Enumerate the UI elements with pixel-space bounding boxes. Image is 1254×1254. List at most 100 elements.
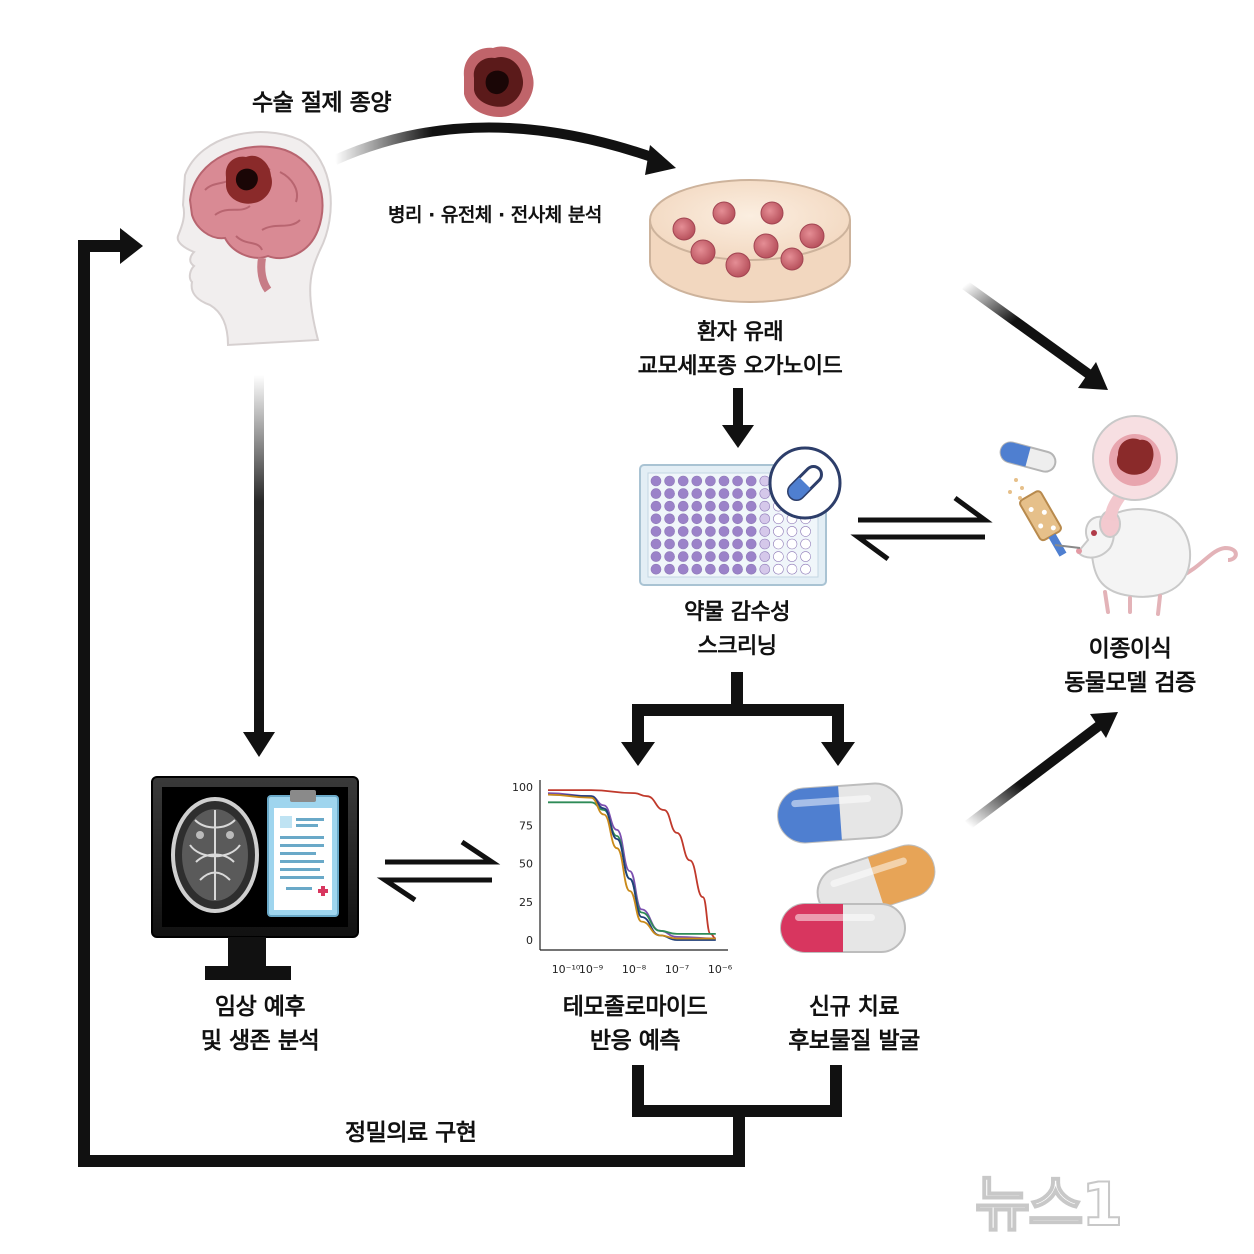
plate-well: [677, 500, 689, 512]
y-tick-label: 75: [519, 819, 533, 832]
plate-well: [773, 526, 784, 537]
plate-well: [759, 513, 771, 525]
plate-well: [800, 551, 811, 562]
plate-well: [786, 551, 798, 562]
equilibrium-clinical-tmz: [376, 839, 501, 903]
candidate-drug-capsules: [777, 782, 936, 953]
arrow-screening-split: [621, 672, 855, 766]
plate-well: [759, 563, 771, 575]
y-tick-label: 25: [519, 896, 533, 909]
plate-well: [745, 488, 757, 499]
plate-well: [664, 475, 675, 487]
equilibrium-screening-xenograft: [850, 495, 993, 562]
series-line: [547, 793, 716, 941]
plate-well: [759, 538, 771, 550]
plate-well: [759, 475, 771, 487]
patient-head-illustration: [176, 131, 332, 347]
x-tick-label: 10⁻¹⁰: [552, 963, 581, 976]
plate-well: [650, 500, 662, 512]
arrowhead: [645, 145, 676, 175]
plate-well: [691, 538, 703, 550]
y-tick-label: 100: [512, 781, 533, 794]
capsule-badge: [768, 446, 842, 520]
plate-well: [732, 526, 743, 537]
capsule-pink: [780, 903, 906, 953]
plate-well: [677, 551, 689, 562]
xenograft-mouse-illustration: [999, 415, 1238, 616]
series-line: [547, 793, 716, 940]
plate-well: [664, 526, 675, 537]
label-precision-medicine: 정밀의료 구현: [345, 1120, 477, 1146]
arrow-head-to-clinical: [254, 375, 264, 735]
plate-well: [677, 488, 689, 499]
plate-well: [650, 475, 662, 487]
plate-well: [786, 563, 798, 575]
plate-well: [732, 488, 743, 499]
plate-well: [745, 551, 757, 562]
plate-well: [664, 551, 675, 562]
arrowhead: [243, 732, 275, 757]
plate-well: [718, 475, 730, 487]
plate-well: [718, 488, 730, 499]
plate-well: [759, 500, 771, 512]
plate-well: [732, 513, 743, 525]
plate-well: [800, 538, 811, 550]
plate-well: [691, 563, 703, 575]
plate-well: [732, 475, 743, 487]
plate-well: [718, 551, 730, 562]
clinical-record-clipboard: [267, 790, 339, 917]
plate-well: [650, 563, 662, 575]
plate-well: [786, 526, 798, 537]
arrowhead: [722, 425, 754, 448]
arrow-organoid-to-xenograft: [962, 280, 1093, 380]
label-xenograft: 이종이식 동물모델 검증: [1064, 636, 1196, 696]
label-resected-tumor: 수술 절제 종양: [252, 90, 391, 116]
arrow-candidate-to-xenograft: [964, 721, 1104, 829]
plate-well: [677, 538, 689, 550]
plate-well: [786, 538, 798, 550]
mri-scan: [171, 797, 259, 913]
plate-well: [745, 513, 757, 525]
plate-well: [691, 513, 703, 525]
x-tick-label: 10⁻⁸: [622, 963, 647, 976]
plate-well: [691, 526, 703, 537]
plate-well: [677, 526, 689, 537]
label-analysis: 병리 · 유전체 · 전사체 분석: [388, 204, 602, 226]
plate-well: [718, 513, 730, 525]
plate-well: [650, 513, 662, 525]
arrowhead: [1090, 712, 1118, 738]
plate-well: [650, 538, 662, 550]
label-tmz-response: 테모졸로마이드 반응 예측: [562, 994, 708, 1054]
plate-well: [650, 526, 662, 537]
plate-well: [705, 475, 716, 487]
plate-well: [664, 513, 675, 525]
label-organoid: 환자 유래 교모세포종 오가노이드: [637, 320, 843, 379]
plate-well: [691, 488, 703, 499]
plate-well: [773, 551, 784, 562]
arrow-organoid-to-screening: [733, 388, 743, 428]
plate-well: [677, 475, 689, 487]
plate-well: [745, 500, 757, 512]
plate-well: [705, 551, 716, 562]
plate-well: [664, 488, 675, 499]
arrowhead: [1078, 362, 1108, 390]
y-tick-label: 50: [519, 858, 533, 871]
plate-well: [664, 563, 675, 575]
plate-well: [759, 488, 771, 499]
plate-well: [705, 563, 716, 575]
plate-well: [773, 513, 784, 525]
plate-well: [773, 563, 784, 575]
plate-well: [691, 500, 703, 512]
plate-well: [718, 526, 730, 537]
capsule-blue: [777, 782, 903, 844]
plate-well: [677, 513, 689, 525]
series-line: [548, 789, 716, 940]
plate-well: [677, 563, 689, 575]
plate-well: [732, 563, 743, 575]
plate-well: [759, 526, 771, 537]
plate-well: [650, 488, 662, 499]
series-line: [547, 792, 716, 940]
plate-well: [718, 538, 730, 550]
